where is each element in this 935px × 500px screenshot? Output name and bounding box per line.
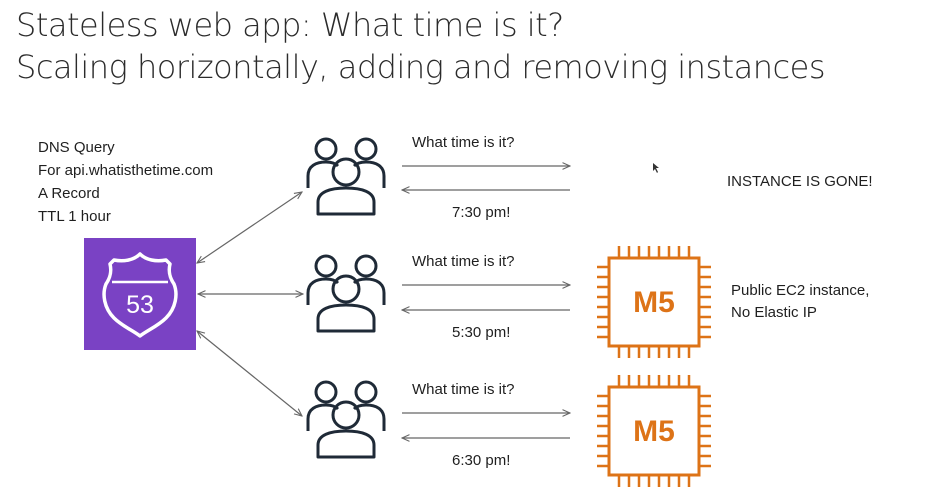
answer-label-1: 7:30 pm! <box>452 204 511 221</box>
users-group-icon-3 <box>306 380 386 459</box>
users-group-icon-2 <box>306 254 386 333</box>
title-line-1: Stateless web app: What time is it? <box>16 6 564 44</box>
route53-to-users-3-arrow <box>197 331 302 416</box>
question-label-2: What time is it? <box>412 253 515 270</box>
ec2-note-line-2: No Elastic IP <box>731 304 817 321</box>
question-label-3: What time is it? <box>412 381 515 398</box>
dns-line-3: A Record <box>38 185 100 202</box>
route53-shield-icon: 53 <box>102 252 178 338</box>
mouse-cursor-icon <box>653 163 659 173</box>
title-line-2: Scaling horizontally, adding and removin… <box>16 48 826 86</box>
instance-gone-status: INSTANCE IS GONE! <box>727 173 873 190</box>
question-label-1: What time is it? <box>412 134 515 151</box>
answer-label-2: 5:30 pm! <box>452 324 511 341</box>
ec2-instance-note: Public EC2 instance, No Elastic IP <box>731 280 869 324</box>
dns-line-4: TTL 1 hour <box>38 208 111 225</box>
ec2-instance-icon-2: M5 <box>597 375 711 487</box>
dns-query-info: DNS Query For api.whatisthetime.com A Re… <box>38 136 213 228</box>
users-group-icon-1 <box>306 137 386 216</box>
dns-line-1: DNS Query <box>38 139 115 156</box>
route53-label: 53 <box>126 291 154 319</box>
answer-label-3: 6:30 pm! <box>452 452 511 469</box>
dns-line-2: For api.whatisthetime.com <box>38 162 214 179</box>
route53-box: 53 <box>84 238 196 350</box>
ec2-note-line-1: Public EC2 instance, <box>731 282 870 299</box>
instance-label-1: M5 <box>633 286 675 319</box>
route53-to-users-1-arrow <box>197 192 302 263</box>
instance-label-2: M5 <box>633 415 675 448</box>
slide-title: Stateless web app: What time is it? Scal… <box>16 4 826 88</box>
ec2-instance-icon-1: M5 <box>597 246 711 358</box>
